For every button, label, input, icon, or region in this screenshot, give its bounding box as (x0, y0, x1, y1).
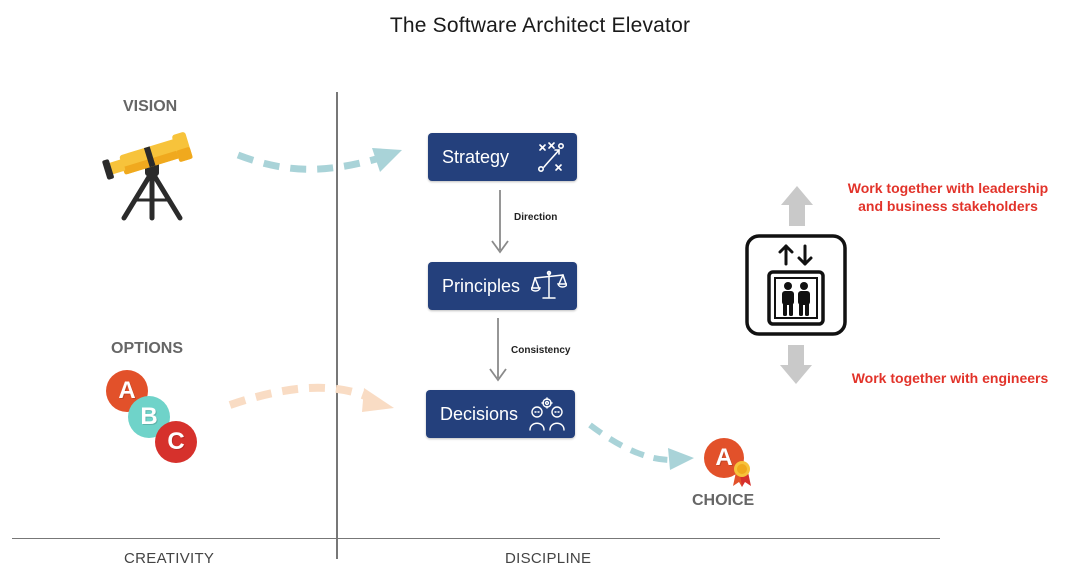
up-arrow-icon (781, 186, 813, 226)
options-label: OPTIONS (111, 340, 184, 357)
option-c-badge: C (155, 421, 197, 463)
options-to-decisions-arrow (228, 383, 372, 409)
consistency-label: Consistency (511, 345, 571, 356)
options-arrowhead (362, 388, 394, 412)
direction-label: Direction (514, 212, 558, 223)
discipline-label: DISCIPLINE (505, 550, 592, 567)
leadership-text: Work together with leadership and busine… (847, 180, 1049, 214)
decisions-label: Decisions (440, 403, 519, 424)
vertical-divider (336, 92, 338, 559)
baseline-divider (12, 538, 940, 539)
choice-arrowhead (668, 448, 694, 470)
choice-label: CHOICE (692, 492, 755, 509)
award-ribbon-icon (733, 461, 751, 487)
engineers-text: Work together with engineers (851, 370, 1049, 386)
choice-badge: A (704, 438, 744, 478)
principles-box: Principles (428, 262, 577, 310)
principles-label: Principles (442, 275, 521, 296)
team-decision-icon (529, 397, 565, 431)
vision-arrowhead (372, 148, 402, 172)
vision-to-strategy-arrow (236, 151, 381, 173)
page-title: The Software Architect Elevator (389, 14, 691, 37)
decisions-box: Decisions (426, 390, 575, 438)
elevator-icon (745, 234, 847, 336)
vision-label: VISION (123, 98, 178, 115)
telescope-icon (102, 132, 193, 221)
strategy-play-icon (537, 142, 564, 172)
balance-scale-icon (531, 270, 567, 299)
strategy-label: Strategy (442, 146, 510, 167)
strategy-box: Strategy (428, 133, 577, 181)
creativity-label: CREATIVITY (124, 550, 215, 567)
decisions-to-choice-arrow (588, 422, 673, 463)
down-arrow-icon (780, 345, 812, 384)
